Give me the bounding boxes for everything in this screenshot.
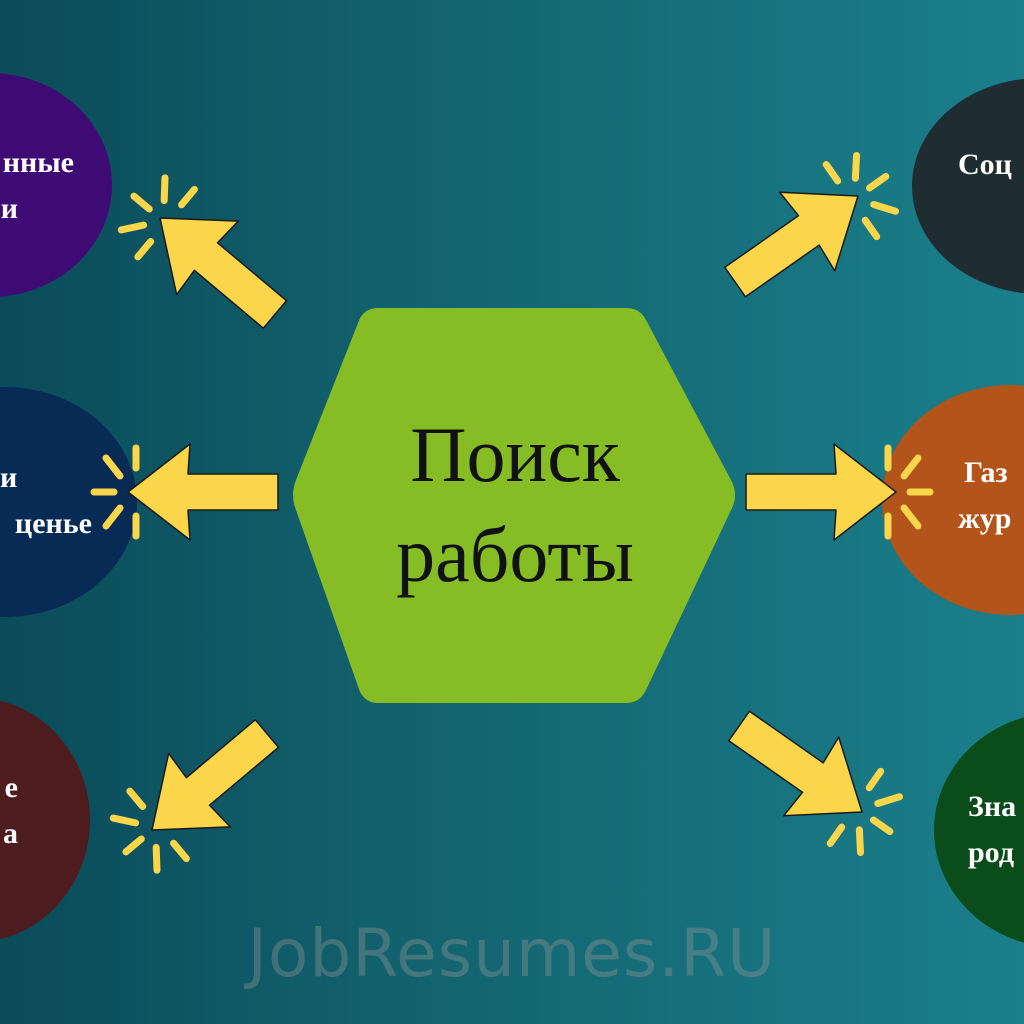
arrow-to-bottom-left: [95, 696, 299, 889]
center-hexagon: [293, 308, 735, 703]
center-title-line1: Поиск: [410, 411, 620, 498]
node-mid-right-label: Газ жур: [958, 450, 1011, 542]
watermark-text: JobResumes.RU: [247, 915, 777, 992]
node-top-right-label: Соц: [958, 142, 1012, 188]
node-mid-left-shape: [0, 387, 137, 617]
node-mid-right-shape: [882, 385, 1024, 615]
node-bottom-left-shape: [0, 700, 90, 940]
node-top-right-shape: [912, 78, 1024, 294]
node-bottom-left-line1: е: [4, 771, 18, 804]
node-mid-left-line2: ценье: [14, 507, 92, 540]
node-top-left-label: нные и: [0, 140, 74, 232]
node-top-left-line2: и: [0, 192, 18, 225]
node-top-left-line1: нные: [2, 146, 74, 179]
node-mid-right-line1: Газ: [964, 456, 1008, 489]
node-mid-left-label: и ценье: [0, 455, 92, 547]
arrow-to-bottom-right: [710, 685, 918, 871]
center-title: Поиск работы: [300, 405, 730, 605]
node-bottom-right-line1: Зна: [968, 790, 1017, 823]
node-bottom-left-label: е а: [0, 765, 18, 857]
node-mid-right-line2: жур: [958, 502, 1012, 535]
center-title-line2: работы: [396, 511, 634, 598]
node-bottom-right-label: Зна род: [968, 784, 1016, 876]
node-bottom-right-line2: род: [968, 836, 1014, 869]
node-bottom-right-shape: [934, 717, 1024, 943]
node-top-right-line1: Соц: [958, 148, 1012, 181]
node-top-left-shape: [0, 73, 112, 297]
node-bottom-left-line2: а: [3, 817, 18, 850]
arrow-to-top-left: [103, 159, 307, 352]
node-mid-left-line1: и: [0, 461, 18, 494]
arrow-to-top-right: [706, 137, 914, 323]
